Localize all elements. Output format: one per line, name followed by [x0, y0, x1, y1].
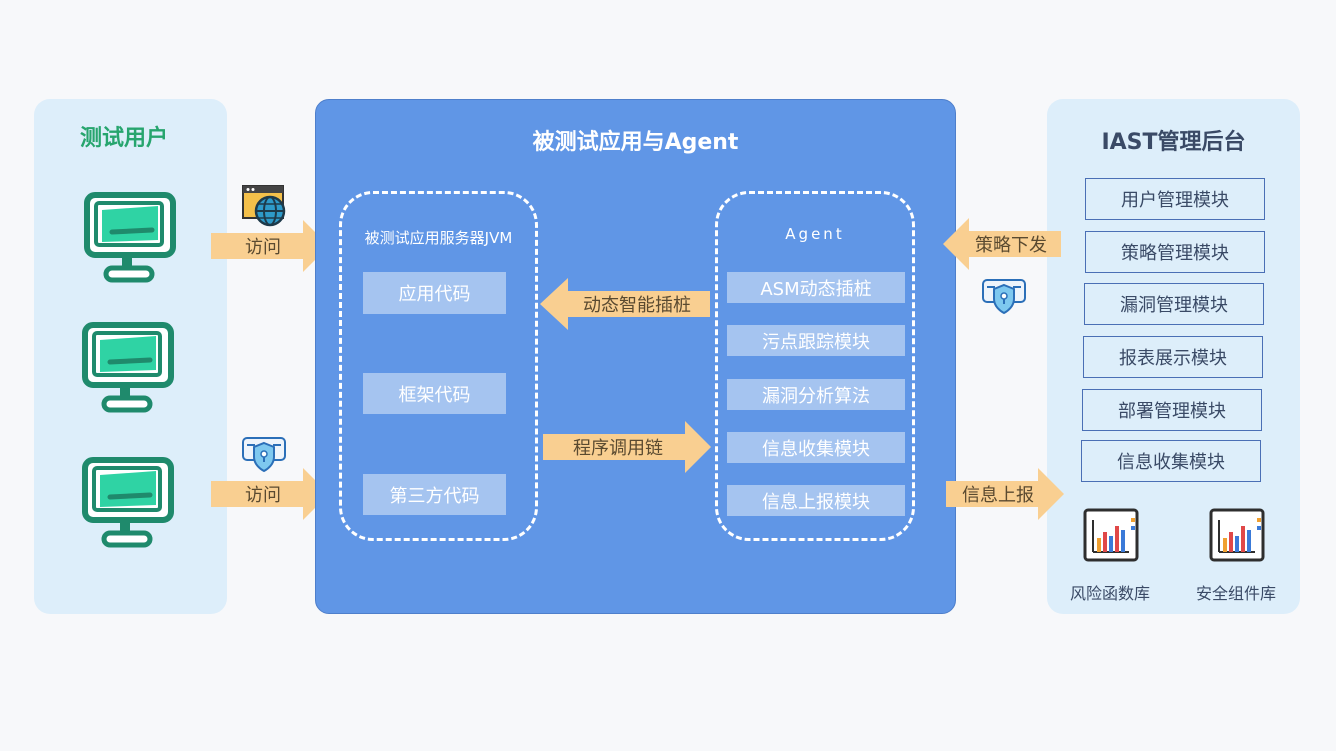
app-agent-title: 被测试应用与Agent: [532, 130, 739, 155]
module-policy-mgmt: 策略管理模块: [1085, 231, 1265, 273]
info-report-arrow: [946, 468, 1064, 520]
dynamic-instrumentation-arrow: [540, 278, 710, 330]
shield-lock-icon: [982, 279, 1026, 315]
policy-dispatch-arrow: [943, 218, 1061, 270]
shield-lock-icon: [242, 437, 286, 473]
module-vuln-mgmt: 漏洞管理模块: [1084, 283, 1264, 325]
module-deploy-mgmt: 部署管理模块: [1082, 389, 1262, 431]
dynamic-instrumentation-label: 动态智能插桩: [583, 295, 691, 316]
call-chain-arrow: [543, 421, 711, 473]
access-arrow-bottom: [211, 468, 329, 520]
iast-admin-title: IAST管理后台: [1101, 130, 1246, 155]
agent-item-taint: 污点跟踪模块: [727, 325, 905, 356]
agent-box: [715, 191, 915, 541]
jvm-item-third-party-code: 第三方代码: [363, 474, 506, 515]
policy-dispatch-label: 策略下发: [975, 235, 1047, 256]
monitor-icon: [82, 457, 174, 548]
agent-item-info-report: 信息上报模块: [727, 485, 905, 516]
module-info-collect: 信息收集模块: [1081, 440, 1261, 482]
jvm-box: [339, 191, 538, 541]
call-chain-label: 程序调用链: [573, 438, 663, 459]
agent-box-title: Agent: [785, 225, 845, 243]
module-user-mgmt: 用户管理模块: [1085, 178, 1265, 220]
module-report-display: 报表展示模块: [1083, 336, 1263, 378]
access-arrow-top-label: 访问: [245, 237, 281, 258]
risk-function-library-label: 风险函数库: [1069, 584, 1150, 603]
agent-item-vuln-analysis: 漏洞分析算法: [727, 379, 905, 410]
jvm-box-title: 被测试应用服务器JVM: [364, 229, 513, 247]
monitor-icon: [84, 192, 176, 283]
bar-chart-icon: [1209, 508, 1265, 562]
agent-item-asm: ASM动态插桩: [727, 272, 905, 303]
monitor-icon: [82, 322, 174, 413]
jvm-item-framework-code: 框架代码: [363, 373, 506, 414]
browser-globe-icon: [242, 185, 286, 227]
access-arrow-bottom-label: 访问: [245, 485, 281, 506]
access-arrow-top: [211, 220, 329, 272]
security-component-library-label: 安全组件库: [1195, 584, 1276, 603]
agent-item-info-collect: 信息收集模块: [727, 432, 905, 463]
app-agent-panel: [315, 99, 956, 614]
test-user-title: 测试用户: [79, 126, 168, 151]
info-report-label: 信息上报: [962, 485, 1034, 506]
jvm-item-app-code: 应用代码: [363, 272, 506, 314]
bar-chart-icon: [1083, 508, 1139, 562]
